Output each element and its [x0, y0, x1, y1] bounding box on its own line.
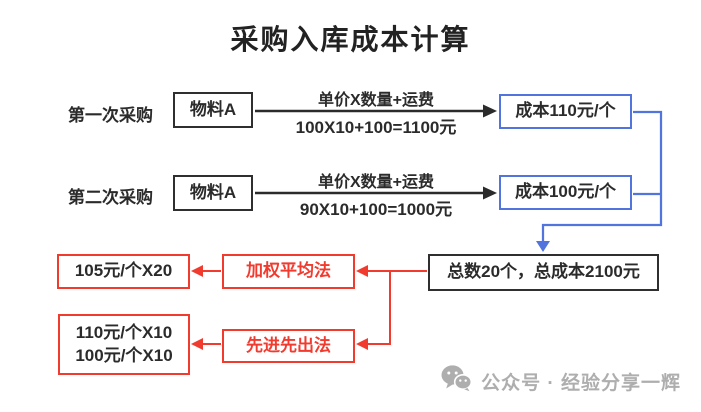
method-fifo-box: 先进先出法: [222, 329, 355, 363]
purchase2-formula: 90X10+100=1000元: [299, 200, 453, 219]
wechat-icon: [441, 364, 473, 398]
watermark-text: 公众号 · 经验分享一辉: [481, 372, 681, 394]
fifo-result-line-1: 110元/个X10: [75, 322, 173, 342]
purchase1-formula-title: 单价X数量+运费: [317, 92, 435, 109]
purchase1-material-box: 物料A: [173, 92, 253, 128]
red-fifo-branch: [356, 271, 391, 350]
weighted-average-result-line: 105元/个X20: [74, 261, 173, 281]
watermark: 公众号 · 经验分享一辉: [441, 364, 681, 398]
method-weighted-average-box: 加权平均法: [222, 254, 355, 289]
total-box: 总数20个，总成本2100元: [428, 254, 659, 291]
purchase2-label: 第二次采购: [68, 188, 153, 207]
method-fifo-result-box: 110元/个X10 100元/个X10: [58, 314, 190, 375]
purchase2-formula-title: 单价X数量+运费: [317, 174, 435, 191]
red-weighted-arrow: [356, 265, 427, 277]
fifo-result-line-2: 100元/个X10: [75, 345, 173, 365]
red-fifo-result-arrow: [191, 338, 221, 350]
method-weighted-average-result-box: 105元/个X20: [57, 254, 190, 289]
purchase1-result-box: 成本110元/个: [499, 94, 632, 129]
page-title: 采购入库成本计算: [230, 24, 471, 55]
purchase2-material-box: 物料A: [173, 175, 253, 211]
purchase1-formula: 100X10+100=1100元: [295, 118, 457, 137]
purchase1-label: 第一次采购: [68, 106, 153, 125]
purchase2-result-box: 成本100元/个: [499, 175, 632, 210]
red-weighted-result-arrow: [191, 265, 221, 277]
